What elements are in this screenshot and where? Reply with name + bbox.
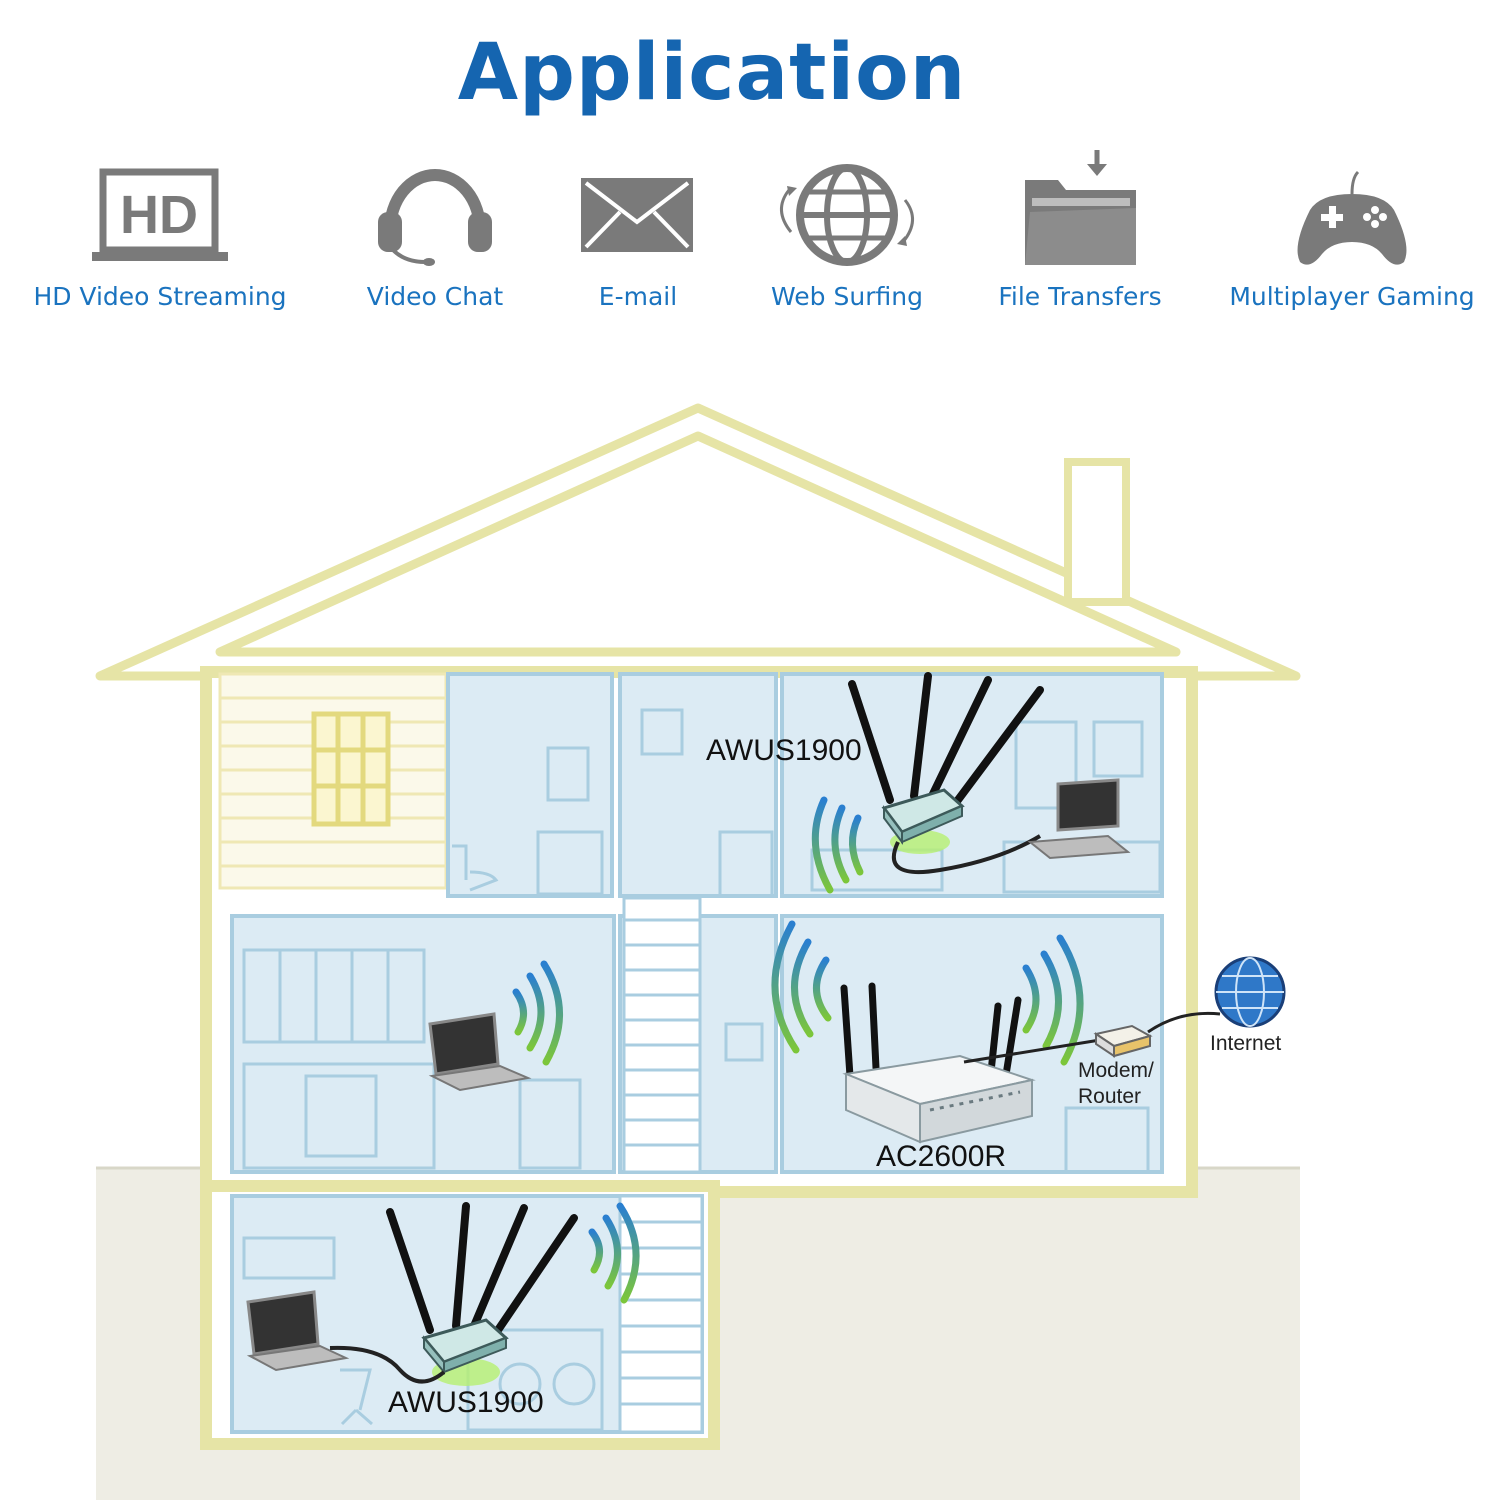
feature-web-surfing: Web Surfing (707, 150, 987, 330)
router-cable (963, 1038, 1101, 1064)
adapter-bottom-device (329, 1202, 578, 1386)
feature-file-transfers: File Transfers (940, 150, 1220, 330)
feature-label: E-mail (598, 282, 678, 311)
adapter-top-device (848, 672, 1044, 875)
wifi-signal-basement (588, 1202, 640, 1304)
router-label: AC2600R (876, 1140, 1007, 1173)
feature-hd-video: HD HD Video Streaming (20, 150, 300, 330)
headset-icon (378, 169, 492, 266)
attic-window (311, 711, 391, 827)
feature-label: Multiplayer Gaming (1229, 282, 1475, 311)
feature-multiplayer-gaming: Multiplayer Gaming (1212, 150, 1492, 330)
laptop-icon-kitchen (428, 1012, 532, 1092)
hd-monitor-icon: HD (92, 168, 228, 261)
wifi-signal-top (811, 796, 864, 894)
internet-label: Internet (1210, 1032, 1282, 1055)
folder-download-icon (1025, 150, 1136, 265)
page-title: Application (457, 28, 967, 118)
feature-label: Video Chat (366, 282, 504, 311)
feature-video-chat: Video Chat (295, 150, 575, 330)
adapter-top-label: AWUS1900 (706, 734, 862, 767)
globe-icon (780, 164, 914, 266)
modem-device (1093, 1024, 1153, 1058)
feature-label: File Transfers (998, 282, 1162, 311)
feature-email: E-mail (498, 150, 778, 330)
house-network-diagram: AWUS1900 AC2600R AWUS1900 Modem/ Router … (0, 380, 1500, 1500)
feature-label: HD Video Streaming (33, 282, 287, 311)
laptop-icon-top (1027, 778, 1131, 860)
internet-globe-icon (1214, 956, 1286, 1028)
staircase (618, 896, 704, 1434)
gamepad-icon (1297, 170, 1407, 265)
wifi-signal-router-left (771, 920, 832, 1054)
envelope-icon (581, 178, 693, 252)
internet-cable (1147, 1011, 1221, 1034)
hd-badge: HD (120, 185, 198, 245)
room-furniture (242, 708, 1162, 1432)
house-illustration (95, 403, 1301, 1500)
router-device (840, 982, 1036, 1144)
modem-label: Modem/ Router (1078, 1059, 1154, 1108)
feature-label: Web Surfing (771, 282, 923, 311)
wifi-signal-kitchen (512, 960, 563, 1066)
adapter-bottom-label: AWUS1900 (388, 1386, 544, 1419)
wifi-signal-router-right (1022, 934, 1084, 1066)
chimney (1064, 458, 1130, 606)
laptop-icon-basement (246, 1290, 350, 1372)
